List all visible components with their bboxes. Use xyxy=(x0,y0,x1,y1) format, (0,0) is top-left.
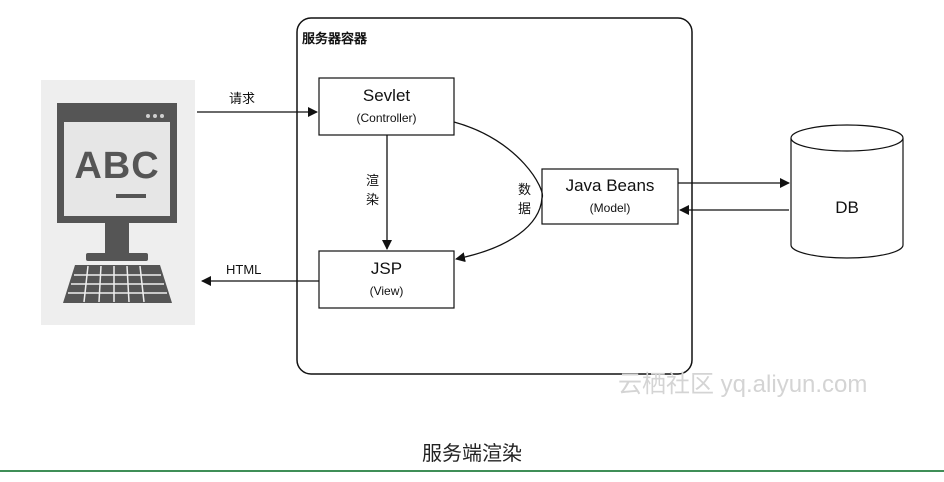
servlet-subtitle: (Controller) xyxy=(356,111,417,125)
edge-label-render: 渲染 xyxy=(366,174,380,208)
arrow-data-curve xyxy=(453,121,544,263)
bottom-divider xyxy=(0,470,944,472)
screen-text: ABC xyxy=(74,145,160,187)
beans-box xyxy=(541,168,679,225)
edge-label-request: 请求 xyxy=(229,92,256,107)
servlet-title: Sevlet xyxy=(362,86,411,105)
client-computer-icon xyxy=(41,80,195,325)
container-title: 服务器容器 xyxy=(302,32,368,47)
db-cylinder xyxy=(790,124,904,259)
beans-subtitle: (Model) xyxy=(589,201,631,215)
server-container xyxy=(296,17,693,375)
db-label: DB xyxy=(835,198,859,217)
watermark: 云栖社区 yq.aliyun.com xyxy=(618,371,868,398)
figure-caption: 服务端渲染 xyxy=(422,441,522,465)
edge-label-data: 数据 xyxy=(518,183,532,217)
edge-label-html: HTML xyxy=(226,262,262,277)
beans-title: Java Beans xyxy=(565,176,655,195)
jsp-box xyxy=(318,250,455,309)
jsp-title: JSP xyxy=(370,259,403,278)
jsp-subtitle: (View) xyxy=(369,284,404,298)
servlet-box xyxy=(318,77,455,136)
